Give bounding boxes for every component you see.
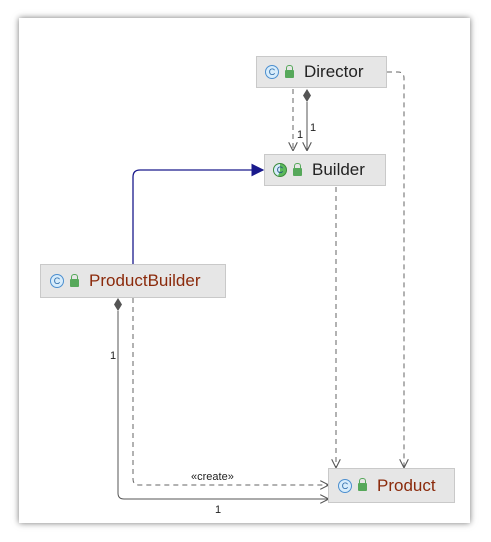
productbuilder-aggregation-diamond bbox=[114, 298, 122, 311]
class-node-builder[interactable]: C Builder bbox=[264, 154, 386, 186]
class-node-productbuilder[interactable]: C ProductBuilder bbox=[40, 264, 226, 298]
public-lock-icon bbox=[70, 273, 79, 287]
class-node-director[interactable]: C Director bbox=[256, 56, 387, 88]
class-name-builder: Builder bbox=[312, 160, 365, 179]
edge-director-product-dependency bbox=[387, 71, 404, 467]
public-lock-icon bbox=[293, 162, 302, 176]
class-icon: C bbox=[265, 65, 279, 79]
class-name-productbuilder: ProductBuilder bbox=[89, 271, 201, 290]
class-icon: C bbox=[338, 478, 352, 493]
public-lock-icon bbox=[358, 478, 367, 491]
class-icon: C bbox=[50, 274, 64, 288]
multiplicity-label: 1 bbox=[215, 504, 222, 516]
class-name-director: Director bbox=[304, 62, 364, 81]
public-lock-icon bbox=[285, 64, 294, 78]
edge-productbuilder-builder-inheritance bbox=[132, 163, 265, 264]
edge-productbuilder-product-create bbox=[132, 298, 328, 485]
abstract-class-icon: C bbox=[273, 163, 287, 177]
edge-productbuilder-product-association bbox=[117, 311, 328, 499]
director-aggregation-diamond bbox=[303, 89, 311, 102]
class-name-product: Product bbox=[377, 475, 436, 495]
stereotype-create-label: «create» bbox=[191, 471, 234, 483]
multiplicity-label: 1 bbox=[297, 129, 304, 141]
multiplicity-label: 1 bbox=[110, 350, 117, 362]
multiplicity-label: 1 bbox=[310, 122, 317, 134]
class-node-product[interactable]: C Product bbox=[328, 468, 455, 503]
